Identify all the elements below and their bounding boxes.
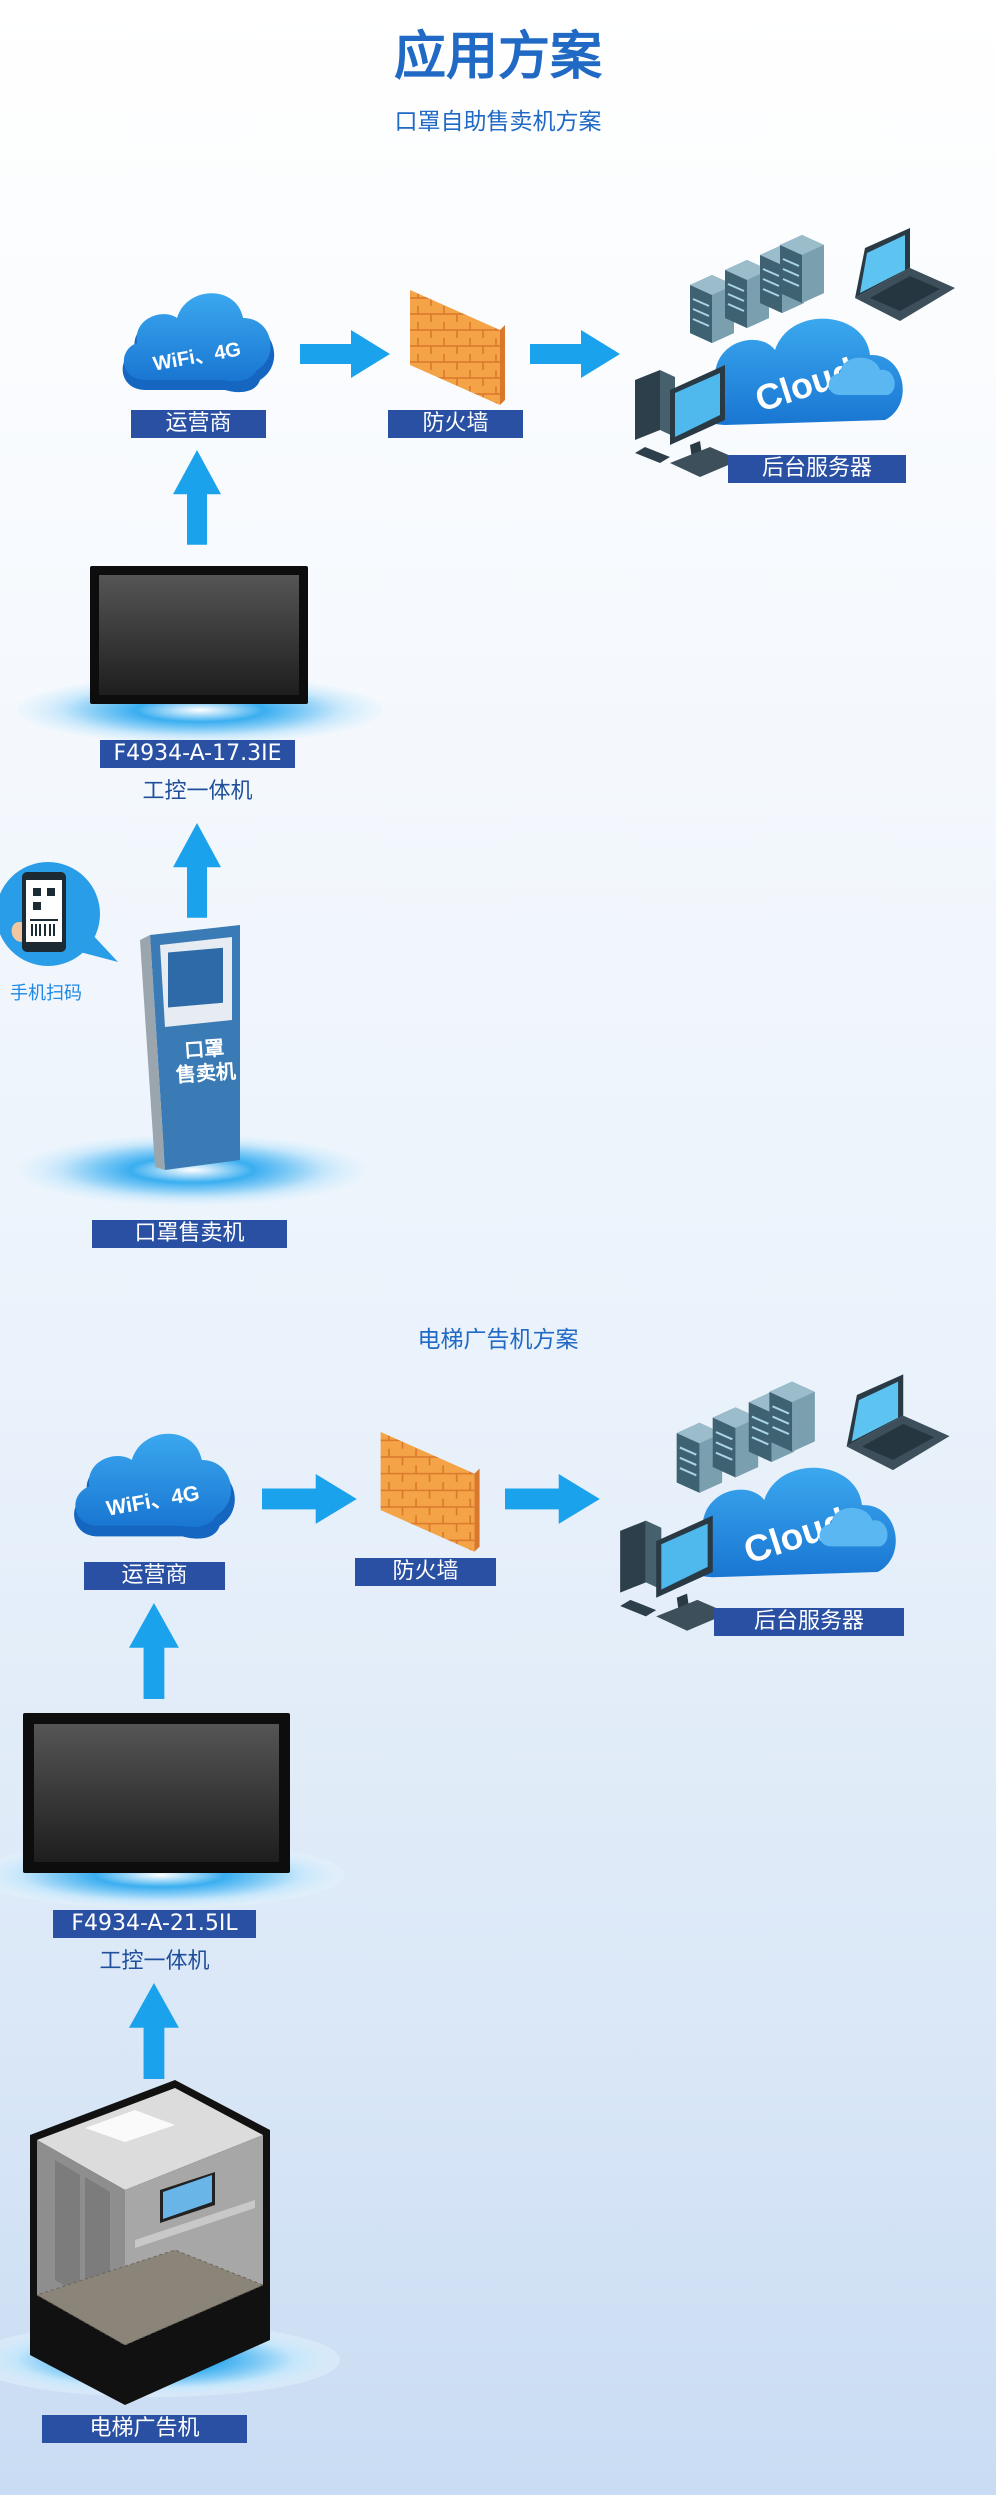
firewall-icon	[405, 290, 505, 410]
wifi-4g-cloud-icon: WiFi、4G	[66, 1425, 241, 1547]
phone-scan-icon	[0, 862, 120, 972]
machine-text-line2: 售卖机	[175, 1058, 237, 1088]
wifi-4g-cloud-icon: WiFi、4G	[115, 285, 280, 400]
cloud-server-icon: Cloud	[630, 228, 970, 477]
industrial-pc-screen	[90, 566, 308, 704]
firewall-label: 防火墙	[355, 1558, 496, 1586]
machine-label: 电梯广告机	[42, 2415, 247, 2443]
arrow-up-icon	[173, 823, 221, 918]
industrial-pc-screen	[23, 1713, 290, 1873]
firewall-label: 防火墙	[388, 410, 523, 438]
model-label: F4934-A-17.3IE	[100, 740, 295, 768]
arrow-up-icon	[129, 1603, 179, 1699]
carrier-label: 运营商	[84, 1562, 225, 1590]
model-label: F4934-A-21.5IL	[53, 1910, 256, 1938]
arrow-right-icon	[262, 1474, 357, 1524]
firewall-icon	[375, 1432, 480, 1557]
carrier-label: 运营商	[131, 410, 266, 438]
server-label: 后台服务器	[728, 455, 906, 483]
arrow-right-icon	[300, 330, 390, 378]
server-label: 后台服务器	[714, 1608, 904, 1636]
mask-vending-machine: 口罩 售卖机	[140, 925, 250, 1170]
device-type-label: 工控一体机	[142, 779, 253, 804]
scan-label: 手机扫码	[10, 983, 82, 1004]
scheme1-title: 口罩自助售卖机方案	[394, 109, 602, 135]
elevator-ad-illustration	[25, 2080, 270, 2405]
page-title: 应用方案	[393, 27, 602, 87]
glow-ring	[15, 1130, 370, 1210]
device-type-label: 工控一体机	[99, 1949, 210, 1974]
cloud-server-icon: Cloud	[615, 1374, 965, 1631]
arrow-up-icon	[129, 1983, 179, 2079]
arrow-up-icon	[173, 450, 221, 545]
scheme2-title: 电梯广告机方案	[417, 1327, 579, 1353]
arrow-right-icon	[530, 330, 620, 378]
machine-label: 口罩售卖机	[92, 1220, 287, 1248]
arrow-right-icon	[505, 1474, 600, 1524]
